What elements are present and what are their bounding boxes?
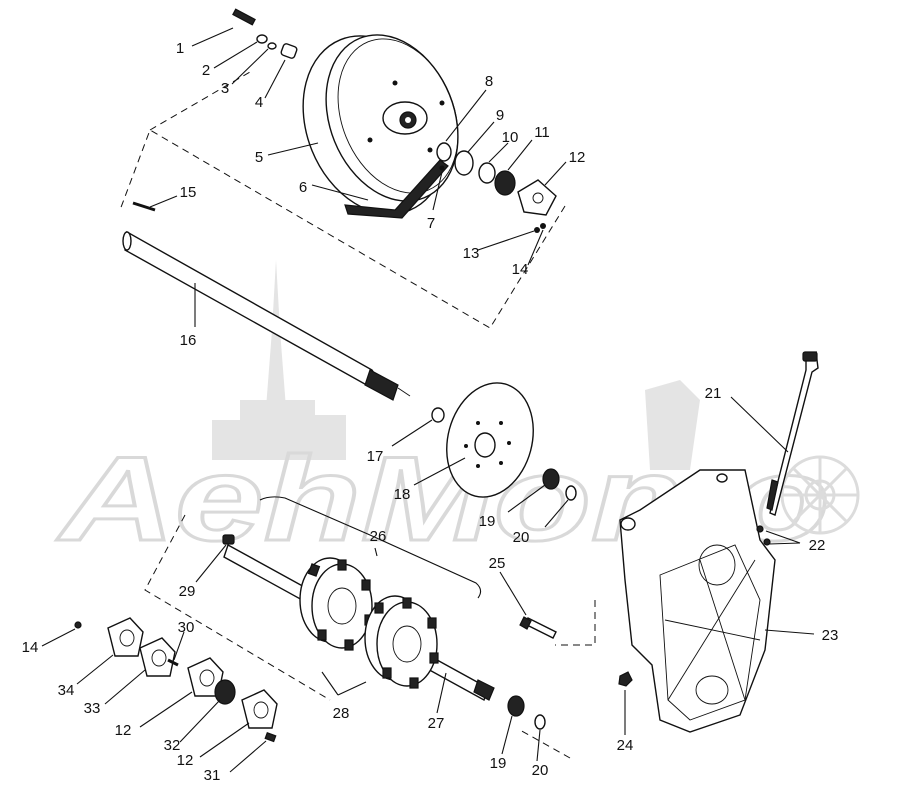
- callout-18: 18: [394, 486, 411, 503]
- bearing-flange-stack: [74, 617, 278, 743]
- plug-29: [222, 534, 235, 545]
- callout-4: 4: [255, 94, 263, 111]
- callout-14-top: 14: [512, 261, 529, 278]
- callout-31: 31: [204, 767, 221, 784]
- o-ring-20-bottom: [534, 714, 546, 730]
- callout-33: 33: [84, 700, 101, 717]
- bolt-31: [264, 732, 277, 743]
- callout-25: 25: [489, 555, 506, 572]
- callout-24: 24: [617, 737, 634, 754]
- drive-sprocket-28a: [299, 557, 374, 651]
- callout-12-mid: 12: [115, 722, 132, 739]
- callout-labels: 1 2 3 4 5 6 7 8 9 10 11 12 13 14 15 16 1…: [22, 40, 839, 784]
- callout-23: 23: [822, 627, 839, 644]
- wheel-watermark-icon: [780, 455, 860, 535]
- callout-11: 11: [534, 124, 550, 141]
- flange-12-low: [241, 689, 278, 729]
- callout-3: 3: [221, 80, 229, 97]
- track-drive-assembly: [222, 534, 546, 730]
- callout-17: 17: [367, 448, 384, 465]
- callout-32: 32: [164, 737, 181, 754]
- callout-19-top: 19: [479, 513, 496, 530]
- callout-12-low: 12: [177, 752, 194, 769]
- retainer-9: [454, 150, 474, 176]
- o-ring-17: [431, 407, 445, 423]
- callout-19-bottom: 19: [490, 755, 507, 772]
- o-ring-20-top: [565, 485, 577, 501]
- drive-sprocket-28b: [364, 595, 439, 689]
- callout-15: 15: [180, 184, 197, 201]
- callout-6: 6: [299, 179, 307, 196]
- seal-10: [478, 162, 496, 184]
- nut-14-lower: [74, 621, 82, 629]
- drive-wheel-assembly: [232, 8, 557, 233]
- drive-chain: [344, 159, 449, 219]
- pin-15: [132, 201, 156, 212]
- washer-3: [267, 42, 277, 50]
- assembly-outlines: [119, 71, 596, 759]
- bolt-1: [232, 8, 256, 26]
- pin-30: [167, 658, 179, 667]
- callout-2: 2: [202, 62, 210, 79]
- chaincase-housing-23: [619, 469, 776, 733]
- callout-28: 28: [333, 705, 350, 722]
- watermark: AehMomo: [55, 260, 860, 568]
- callout-26: 26: [370, 528, 387, 545]
- callout-13: 13: [463, 245, 480, 262]
- callout-27: 27: [428, 715, 445, 732]
- callout-12-top: 12: [569, 149, 586, 166]
- brake-disc-assembly: [431, 382, 577, 501]
- nut-14: [540, 223, 546, 229]
- chaincase-assembly: [519, 351, 819, 733]
- bearing-19-bottom: [507, 695, 525, 717]
- callout-29: 29: [179, 583, 196, 600]
- callout-16: 16: [180, 332, 197, 349]
- callout-20-top: 20: [513, 529, 530, 546]
- callout-34: 34: [58, 682, 75, 699]
- callout-1: 1: [176, 40, 184, 57]
- callout-9: 9: [496, 107, 504, 124]
- spacer-4: [280, 43, 298, 59]
- callout-10: 10: [502, 129, 519, 146]
- callout-8: 8: [485, 73, 493, 90]
- callout-21: 21: [705, 385, 722, 402]
- drive-shaft-16: [124, 230, 381, 389]
- plate-33: [139, 637, 176, 677]
- drive-shaft-assembly: [122, 201, 411, 401]
- flange-12-top: [517, 179, 557, 216]
- nut-22a: [756, 525, 764, 533]
- callout-5: 5: [255, 149, 263, 166]
- group-brackets: [259, 496, 482, 696]
- bolt-7: [439, 165, 445, 171]
- leader-lines: [41, 27, 815, 773]
- cathedral-spire-watermark-icon: [212, 260, 700, 470]
- callout-20-bottom: 20: [532, 762, 549, 779]
- washer-2: [256, 34, 268, 44]
- bearing-19-top: [542, 468, 560, 490]
- bearing-32: [214, 679, 236, 705]
- callout-14-lower: 14: [22, 639, 39, 656]
- callout-30: 30: [178, 619, 195, 636]
- bearing-11: [494, 170, 516, 196]
- nut-24: [618, 671, 633, 687]
- washer-13: [534, 227, 540, 233]
- nut-22b: [763, 538, 771, 546]
- plate-34: [107, 617, 144, 657]
- callout-22: 22: [809, 537, 826, 554]
- o-ring-8: [436, 142, 452, 162]
- callout-7: 7: [427, 215, 435, 232]
